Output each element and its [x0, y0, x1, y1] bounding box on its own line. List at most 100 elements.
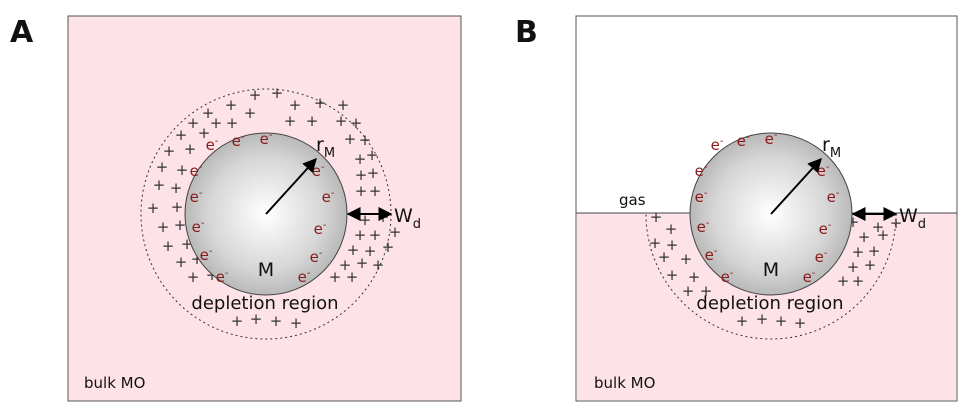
electron: e- — [765, 130, 778, 148]
positive-charge: + — [700, 282, 713, 300]
positive-charge: + — [271, 84, 284, 102]
positive-charge: + — [171, 198, 184, 216]
positive-charge: + — [346, 268, 359, 286]
positive-charge: + — [377, 208, 390, 226]
positive-charge: + — [163, 142, 176, 160]
panel-b: B +++++++++++++++++++++++++ e-e-e-e-e-e-… — [515, 15, 958, 402]
positive-charge: + — [682, 282, 695, 300]
positive-charge: + — [366, 146, 379, 164]
panel-a: A ++++++++++++++++++++++++++++++++++++++… — [10, 15, 462, 402]
positive-charge: + — [270, 312, 283, 330]
electron: e- — [705, 246, 718, 264]
metal-label: M — [763, 259, 779, 281]
electron: e- — [206, 136, 219, 154]
positive-charge: + — [369, 226, 382, 244]
depletion-width-label: Wd — [899, 205, 926, 232]
positive-charge: + — [666, 236, 679, 254]
positive-charge: + — [187, 268, 200, 286]
electron: e- — [803, 268, 816, 286]
positive-charge: + — [174, 216, 187, 234]
positive-charge: + — [162, 237, 175, 255]
electron: e- — [697, 218, 710, 236]
positive-charge: + — [364, 242, 377, 260]
positive-charge: + — [355, 182, 368, 200]
positive-charge: + — [226, 114, 239, 132]
positive-charge: + — [231, 312, 244, 330]
positive-charge: + — [153, 176, 166, 194]
electron: e- — [721, 268, 734, 286]
positive-charge: + — [852, 272, 865, 290]
positive-charge: + — [335, 112, 348, 130]
electron: e- — [819, 220, 832, 238]
radius-arrow — [265, 157, 317, 215]
positive-charge: + — [250, 310, 263, 328]
positive-charge: + — [847, 258, 860, 276]
positive-charge: + — [775, 312, 788, 330]
electron: e- — [260, 130, 273, 148]
positive-charge: + — [650, 208, 663, 226]
positive-charge: + — [736, 312, 749, 330]
electron: e- — [190, 188, 203, 206]
electron: e- — [695, 188, 708, 206]
positive-charge: + — [156, 158, 169, 176]
bulk-mo-label: bulk MO — [84, 374, 145, 392]
positive-charge: + — [249, 86, 262, 104]
bulk-mo-label: bulk MO — [594, 374, 655, 392]
electron: e- — [310, 248, 323, 266]
electron: e- — [192, 218, 205, 236]
electron: e- — [200, 246, 213, 264]
positive-charge: + — [306, 112, 319, 130]
positive-charge: + — [147, 199, 160, 217]
positive-charge: + — [354, 226, 367, 244]
positive-charge: + — [872, 218, 885, 236]
positive-charge: + — [852, 243, 865, 261]
positive-charge: + — [369, 182, 382, 200]
positive-charge: + — [225, 96, 238, 114]
positive-charge: + — [359, 131, 372, 149]
positive-charge: + — [367, 164, 380, 182]
electron: e- — [232, 132, 245, 150]
positive-charges: +++++++++++++++++++++++++ — [649, 208, 903, 332]
positive-charge: + — [289, 96, 302, 114]
positive-charge: + — [350, 114, 363, 132]
positive-charge: + — [210, 114, 223, 132]
positive-charge: + — [344, 130, 357, 148]
positive-charge: + — [347, 241, 360, 259]
positive-charge: + — [337, 96, 350, 114]
radius-label: rM — [316, 134, 335, 161]
electron: e- — [695, 162, 708, 180]
positive-charge: + — [175, 126, 188, 144]
positive-charge: + — [290, 314, 303, 332]
positive-charge: + — [389, 223, 402, 241]
positive-charge: + — [176, 161, 189, 179]
positive-charge: + — [314, 94, 327, 112]
positive-charge: + — [170, 179, 183, 197]
electron: e- — [737, 132, 750, 150]
positive-charge: + — [356, 254, 369, 272]
positive-charge: + — [868, 242, 881, 260]
positive-charge: + — [355, 166, 368, 184]
depletion-region-label: depletion region — [696, 293, 843, 314]
positive-charge: + — [666, 266, 679, 284]
positive-charge: + — [649, 234, 662, 252]
positive-charge: + — [665, 220, 678, 238]
positive-charge: + — [284, 112, 297, 130]
positive-charge: + — [202, 104, 215, 122]
depletion-width-label: Wd — [394, 205, 421, 232]
positive-charge: + — [339, 256, 352, 274]
gas-label: gas — [619, 191, 646, 209]
electron: e- — [216, 268, 229, 286]
positive-charge: + — [794, 314, 807, 332]
positive-charge: + — [680, 250, 693, 268]
positive-charge: + — [198, 124, 211, 142]
positive-charge: + — [858, 228, 871, 246]
positive-charge: + — [658, 248, 671, 266]
positive-charge: + — [184, 140, 197, 158]
radius-label: rM — [822, 134, 841, 161]
positive-charge: + — [175, 253, 188, 271]
positive-charge: + — [382, 238, 395, 256]
positive-charge: + — [837, 272, 850, 290]
metal-label: M — [258, 259, 274, 281]
electron: e- — [815, 248, 828, 266]
